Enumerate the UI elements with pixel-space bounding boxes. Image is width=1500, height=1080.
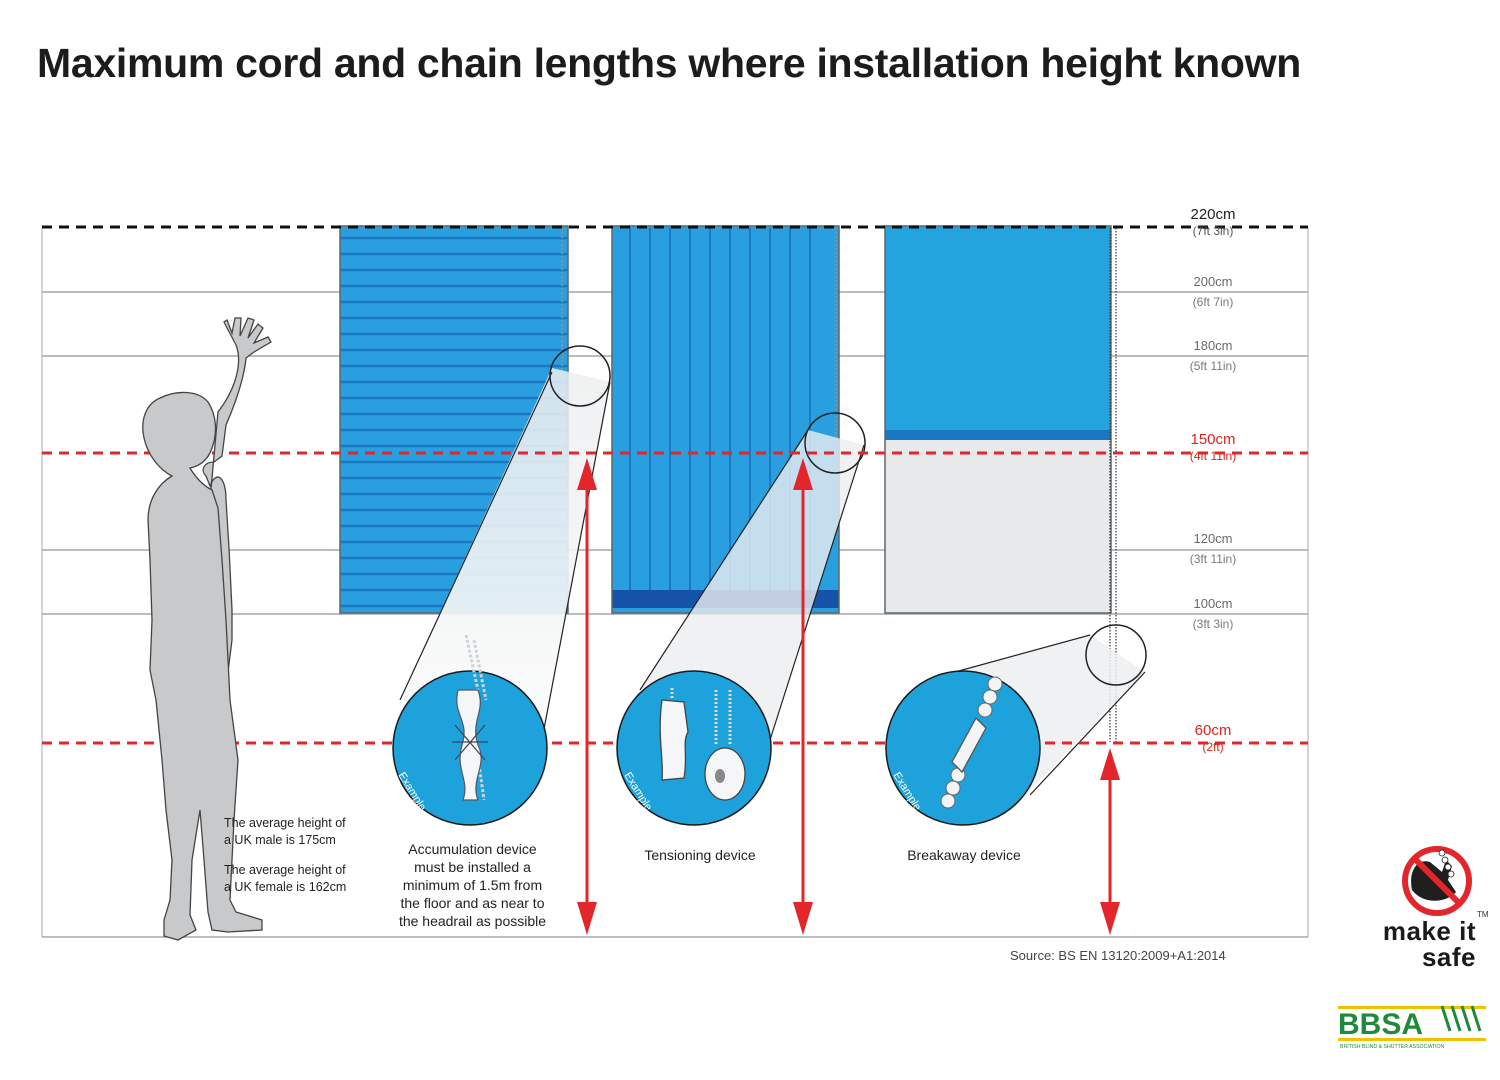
height-label-220cm-metric: 220cm: [1190, 206, 1236, 223]
page-title: Maximum cord and chain lengths where ins…: [37, 40, 1301, 86]
height-label-200cm-metric: 200cm: [1193, 274, 1233, 289]
height-label-60cm: 60cm (2ft): [1138, 721, 1288, 757]
make-it-safe-text: make it safe: [1382, 916, 1476, 972]
accumulation-device-circle: [392, 634, 548, 826]
height-label-220cm-imperial: (7ft 3in): [1192, 224, 1234, 238]
person-silhouette: [142, 317, 272, 941]
height-arrow-breakaway: [1100, 748, 1120, 935]
make-it-safe-logo: [1402, 846, 1472, 916]
note-uk-female-height: The average height of a UK female is 162…: [224, 863, 347, 894]
height-arrow-accumulation: [577, 458, 597, 935]
source-citation: Source: BS EN 13120:2009+A1:2014: [1010, 948, 1226, 963]
height-label-150cm: 150cm (4ft 11in): [1138, 430, 1288, 466]
tensioning-device-circle: [616, 670, 772, 826]
height-label-180cm-imperial: (5ft 11in): [1189, 359, 1237, 373]
magnifier-cone-accumulation: [399, 345, 611, 751]
chart-frame: [41, 228, 1309, 938]
caption-accumulation-device: Accumulation device must be installed a …: [398, 841, 547, 929]
height-label-60cm-imperial: (2ft): [1202, 740, 1224, 754]
height-label-150cm-metric: 150cm: [1190, 431, 1236, 448]
height-label-180cm-metric: 180cm: [1193, 338, 1233, 353]
height-label-200cm: 200cm (6ft 7in): [1138, 272, 1288, 312]
magnifier-cone-tensioning: [639, 412, 866, 741]
caption-tensioning-device: Tensioning device: [644, 847, 756, 863]
height-label-220cm: 220cm (7ft 3in): [1138, 205, 1288, 241]
magnifier-cone-breakaway: [954, 624, 1147, 796]
height-label-120cm-metric: 120cm: [1193, 531, 1233, 546]
height-label-100cm-metric: 100cm: [1193, 596, 1233, 611]
height-label-120cm: 120cm (3ft 11in): [1138, 529, 1288, 569]
height-label-180cm: 180cm (5ft 11in): [1138, 336, 1288, 376]
height-arrow-tensioning: [793, 458, 813, 935]
bbsa-logo-text: BBSA: [1338, 1008, 1423, 1041]
height-label-60cm-metric: 60cm: [1194, 722, 1232, 739]
bbsa-logo: BBSA BRITISH BLIND & SHUTTER ASSOCIATION: [1338, 1005, 1486, 1050]
caption-breakaway-device: Breakaway device: [907, 847, 1021, 863]
height-label-100cm-imperial: (3ft 3in): [1192, 617, 1234, 631]
height-label-100cm: 100cm (3ft 3in): [1138, 594, 1288, 634]
roller-blind: [884, 225, 1117, 742]
height-label-120cm-imperial: (3ft 11in): [1189, 552, 1237, 566]
height-label-150cm-imperial: (4ft 11in): [1189, 449, 1237, 463]
breakaway-device-circle: [885, 670, 1041, 826]
bbsa-sub-text: BRITISH BLIND & SHUTTER ASSOCIATION: [1340, 1044, 1444, 1050]
trademark-mark: TM: [1477, 910, 1489, 919]
note-uk-male-height: The average height of a UK male is 175cm: [224, 816, 346, 847]
height-label-200cm-imperial: (6ft 7in): [1192, 295, 1234, 309]
